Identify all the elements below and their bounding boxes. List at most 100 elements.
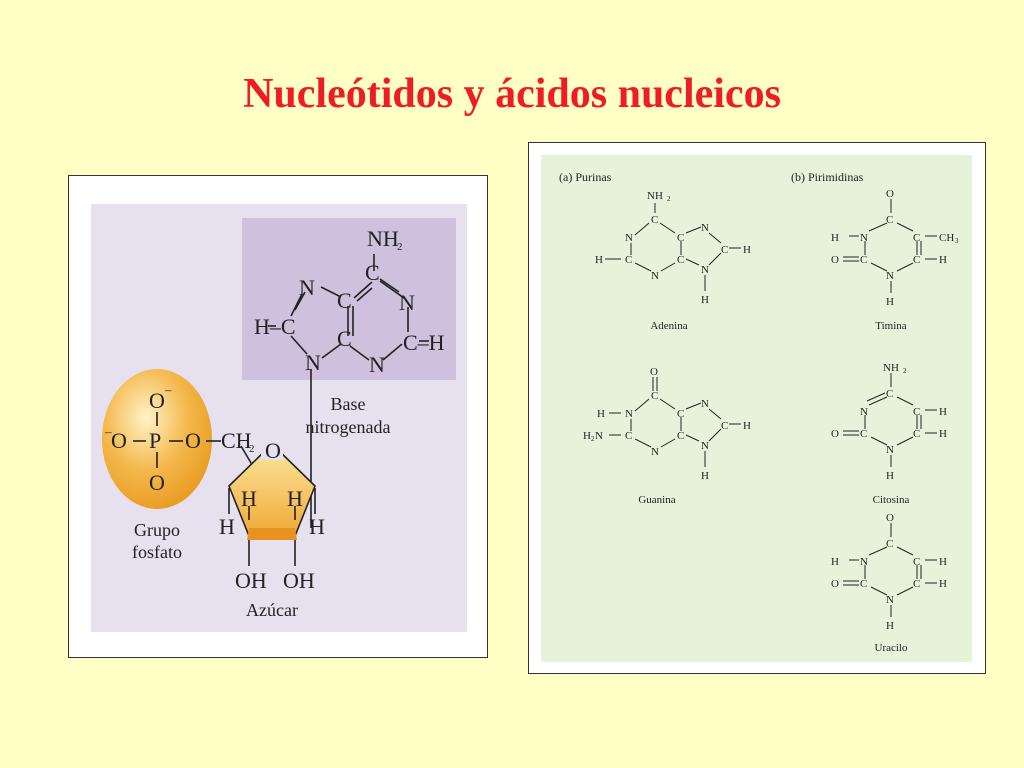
c-label: C <box>677 232 684 244</box>
h-label: H <box>701 470 709 482</box>
subscript: 2 <box>591 435 595 443</box>
base-label-line2: nitrogenada <box>306 417 391 437</box>
cytosine-label: Citosina <box>873 494 910 506</box>
adenine-ring-bonds <box>268 254 429 528</box>
purines-heading: (a) Purinas <box>559 170 612 184</box>
h-label: H <box>939 428 947 440</box>
n-label: N <box>701 222 709 234</box>
c-label: C <box>677 254 684 266</box>
h-label: H <box>595 254 603 266</box>
subscript: 2 <box>903 367 907 375</box>
h-label: H <box>939 406 947 418</box>
atom-c-label: C <box>337 326 352 351</box>
c-label: C <box>651 390 658 402</box>
thymine-structure: O C H N C CH 3 O C C H N H Timina <box>831 188 959 332</box>
atom-h-label: H <box>219 514 235 539</box>
c-label: C <box>651 214 658 226</box>
h-label: H <box>886 296 894 308</box>
atom-oh-label: OH <box>235 568 267 593</box>
c-label: C <box>913 406 920 418</box>
atom-n-label: N <box>299 275 315 300</box>
c-label: C <box>860 254 867 266</box>
atom-o-label: O <box>111 428 127 453</box>
atom-o-label: O <box>185 428 201 453</box>
c-label: C <box>913 556 920 568</box>
c-label: C <box>860 578 867 590</box>
base-highlight-box <box>242 218 456 380</box>
n-label: N <box>625 408 633 420</box>
uracil-structure: O C H N C H O C C H N H Uracilo <box>831 512 947 654</box>
nucleotide-figure: NH 2 C N N C C–H H–C C N N Base nitrogen… <box>68 175 488 658</box>
o-label: O <box>886 188 894 200</box>
bases-figure: (a) Purinas (b) Pirimidinas <box>528 142 986 674</box>
c-label: C <box>913 428 920 440</box>
atom-p-label: P <box>149 428 161 453</box>
h-label: H <box>701 294 709 306</box>
subscript: 3 <box>955 237 959 245</box>
uracil-label: Uracilo <box>875 642 908 654</box>
n-label: N <box>886 594 894 606</box>
atom-c-label: C <box>337 288 352 313</box>
figure-background <box>541 155 972 662</box>
n-label: N <box>886 270 894 282</box>
atom-h-label: H <box>241 486 257 511</box>
c-label: C <box>721 420 728 432</box>
c-label: C <box>913 254 920 266</box>
c-label: C <box>913 578 920 590</box>
charge-label: – <box>104 424 112 439</box>
atom-n-label: N <box>399 290 415 315</box>
subscript: 2 <box>667 195 671 203</box>
o-label: O <box>831 428 839 440</box>
ring-oxygen-gap <box>261 438 283 460</box>
pyrimidines-heading: (b) Pirimidinas <box>791 170 864 184</box>
sugar-ring-edge <box>247 528 297 540</box>
h-label: H <box>939 578 947 590</box>
guanine-structure: O C H N C N C H H 2 N C C N N H Guanina <box>583 366 751 506</box>
c-label: C <box>913 232 920 244</box>
c-label: C <box>886 214 893 226</box>
c-label: C <box>677 430 684 442</box>
atom-ch2-subscript: 2 <box>249 443 255 455</box>
c-label: C <box>677 408 684 420</box>
atom-oh-label: OH <box>283 568 315 593</box>
phosphate-bonds <box>133 412 255 469</box>
n-label: N <box>701 264 709 276</box>
nh2-label: NH <box>883 362 899 374</box>
cytosine-structure: NH 2 C N C H O C C H N H Citosina <box>831 362 947 506</box>
n-label: N <box>651 270 659 282</box>
n-label: N <box>595 430 603 442</box>
atom-h-label: H <box>287 486 303 511</box>
atom-nh2-label: NH <box>367 226 399 251</box>
n-label: N <box>886 444 894 456</box>
o-label: O <box>831 254 839 266</box>
h-label: H <box>886 620 894 632</box>
atom-ch-label: C–H <box>403 330 445 355</box>
atom-o-label: O <box>149 470 165 495</box>
h-label: H <box>886 470 894 482</box>
o-label: O <box>650 366 658 378</box>
n-label: N <box>860 406 868 418</box>
h-label: H <box>831 232 839 244</box>
c-label: C <box>886 538 893 550</box>
ch3-label: CH <box>939 232 954 244</box>
h-label: H <box>939 254 947 266</box>
c-label: C <box>886 388 893 400</box>
thymine-label: Timina <box>875 320 907 332</box>
atom-nh2-subscript: 2 <box>397 241 403 253</box>
adenine-structure: NH 2 C N C N C H H C C N N H Adenina <box>595 190 751 332</box>
bases-diagram: (a) Purinas (b) Pirimidinas <box>541 155 972 662</box>
guanine-label: Guanina <box>638 494 675 506</box>
c-label: C <box>625 430 632 442</box>
atom-n-label: N <box>369 352 385 377</box>
c-label: C <box>860 428 867 440</box>
phosphate-sphere <box>102 369 212 509</box>
n-label: N <box>701 398 709 410</box>
atom-n-label: N <box>305 350 321 375</box>
atom-c-label: C <box>365 260 380 285</box>
phosphate-label-line1: Grupo <box>134 520 180 540</box>
n-label: N <box>860 232 868 244</box>
adenine-label: Adenina <box>650 320 687 332</box>
atom-o-label: O <box>265 438 281 463</box>
n-label: N <box>701 440 709 452</box>
atom-h-label: H <box>309 514 325 539</box>
